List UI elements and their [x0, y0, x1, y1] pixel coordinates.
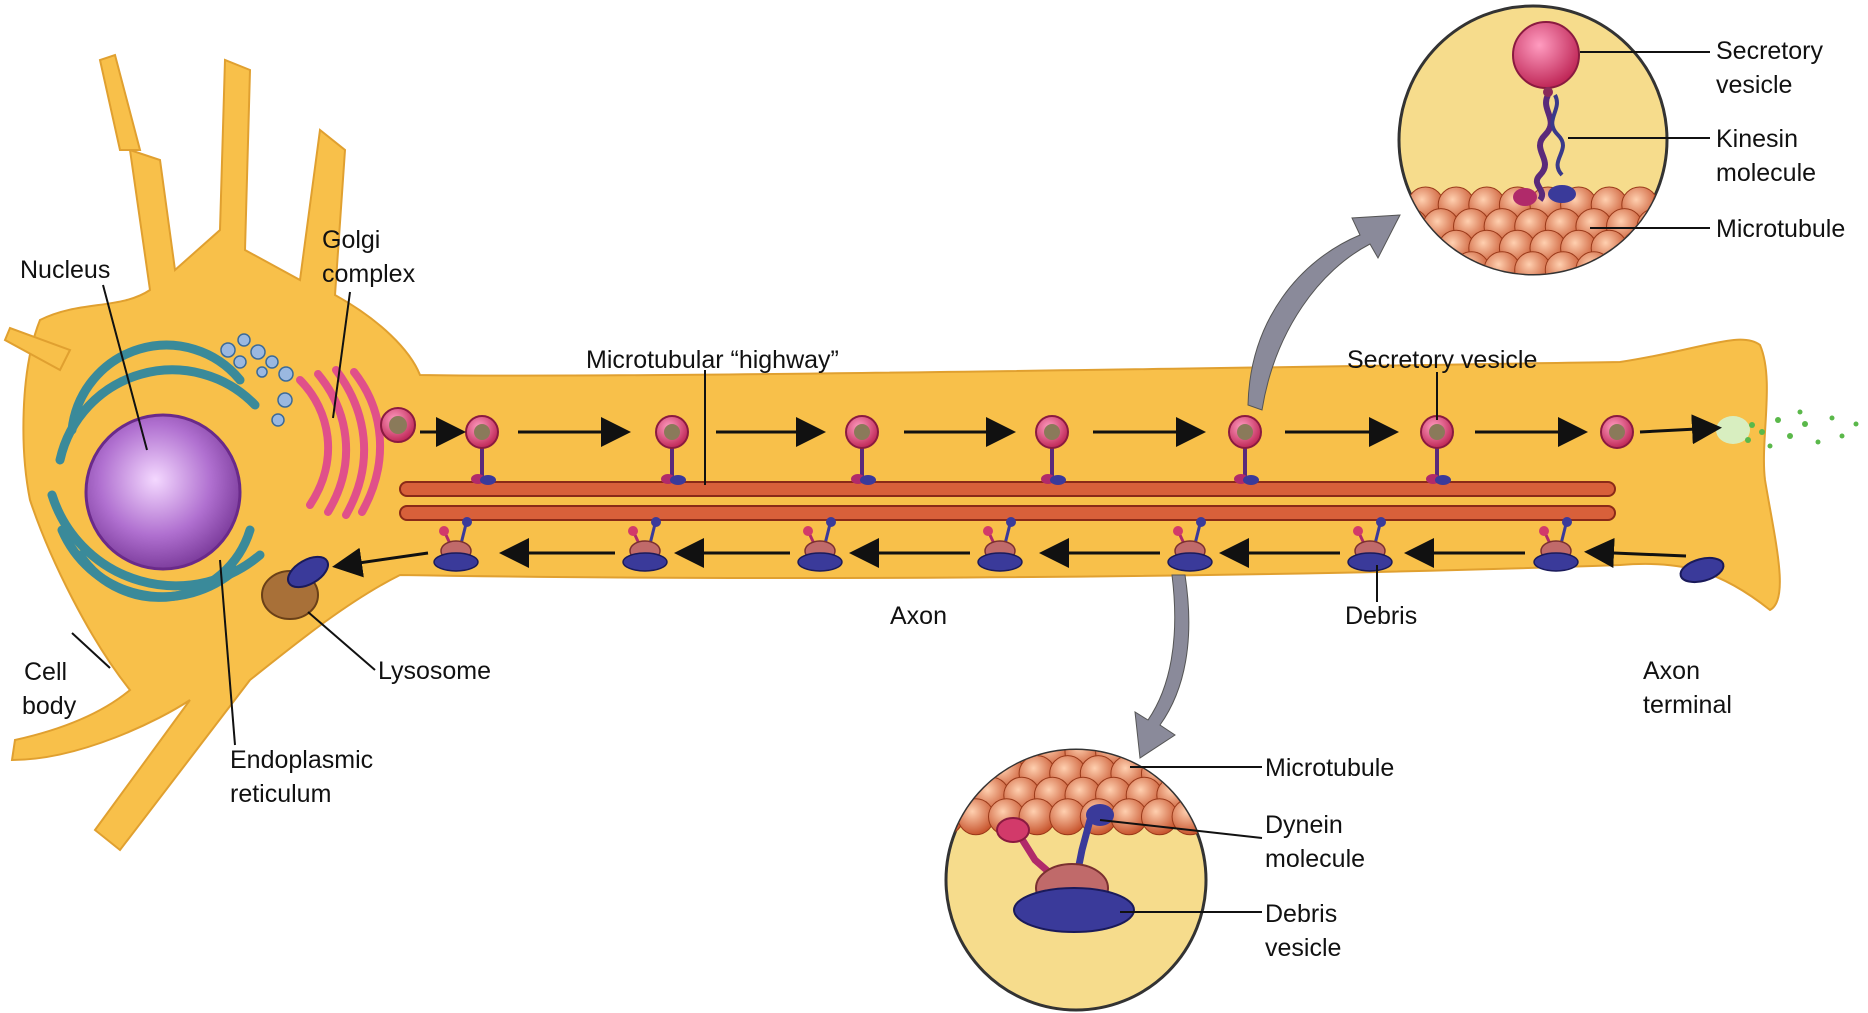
label-inset-microtubule-top: Microtubule — [1716, 215, 1845, 243]
tubulin-subunit — [1652, 230, 1688, 266]
tubulin-subunit — [1698, 252, 1734, 288]
tubulin-subunit — [1729, 252, 1765, 288]
label-axon: Axon — [890, 602, 947, 630]
nucleus — [86, 415, 240, 569]
tubulin-subunit — [1392, 252, 1428, 288]
label-axon-terminal-line1: Axon — [1643, 657, 1700, 685]
label-cell-body-line2: body — [22, 692, 77, 720]
tubulin-subunit — [1249, 777, 1285, 813]
tubulin-subunit — [973, 734, 1009, 770]
label-inset-debris-line2: vesicle — [1265, 934, 1341, 962]
tubulin-subunit — [912, 777, 948, 813]
tubulin-subunit — [1218, 777, 1254, 813]
tubulin-subunit — [1172, 756, 1208, 792]
tubulin-subunit — [1187, 734, 1223, 770]
label-inset-kinesin-line2: molecule — [1716, 159, 1816, 187]
tubulin-subunit — [1233, 756, 1269, 792]
tubulin-subunit — [1187, 777, 1223, 813]
label-cell-body-line1: Cell — [24, 658, 67, 686]
tubulin-subunit — [927, 799, 963, 835]
tubulin-subunit — [912, 734, 948, 770]
tubulin-subunit — [1683, 187, 1719, 223]
dynein-inset — [912, 734, 1300, 1010]
tubulin-subunit — [1545, 252, 1581, 288]
label-golgi-line1: Golgi — [322, 226, 380, 254]
tubulin-subunit — [1576, 252, 1612, 288]
label-inset-secretory-line2: vesicle — [1716, 71, 1792, 99]
label-nucleus: Nucleus — [20, 256, 110, 284]
label-golgi-line2: complex — [322, 260, 416, 288]
label-inset-secretory-line1: Secretory — [1716, 37, 1823, 65]
pointer-arrow-to-dynein-inset — [1135, 575, 1189, 758]
inset-microtubule-balls-top — [1377, 187, 1765, 288]
label-inset-debris-line1: Debris — [1265, 900, 1337, 928]
tubulin-subunit — [1683, 230, 1719, 266]
label-er-line1: Endoplasmic — [230, 746, 373, 774]
terminal-secretory-vesicle — [1601, 416, 1633, 448]
tubulin-subunit — [1423, 252, 1459, 288]
label-microtubular-highway: Microtubular “highway” — [586, 346, 839, 374]
label-secretory-vesicle: Secretory vesicle — [1347, 346, 1537, 374]
tubulin-subunit — [1668, 209, 1704, 245]
label-inset-microtubule-bottom: Microtubule — [1265, 754, 1394, 782]
tubulin-subunit — [1218, 734, 1254, 770]
tubulin-subunit — [927, 756, 963, 792]
tubulin-subunit — [1668, 252, 1704, 288]
tubulin-subunit — [1454, 252, 1490, 288]
label-lysosome: Lysosome — [378, 657, 491, 685]
tubulin-subunit — [1392, 209, 1428, 245]
free-secretory-vesicle — [381, 408, 415, 442]
tubulin-subunit — [1637, 252, 1673, 288]
tubulin-subunit — [1607, 252, 1643, 288]
tubulin-subunit — [943, 734, 979, 770]
tubulin-subunit — [1203, 799, 1239, 835]
label-inset-dynein-line1: Dynein — [1265, 811, 1343, 839]
tubulin-subunit — [1591, 230, 1627, 266]
tubulin-subunit — [1637, 209, 1673, 245]
label-inset-kinesin-line1: Kinesin — [1716, 125, 1798, 153]
tubulin-subunit — [1203, 756, 1239, 792]
label-er-line2: reticulum — [230, 780, 331, 808]
label-debris: Debris — [1345, 602, 1417, 630]
label-inset-dynein-line2: molecule — [1265, 845, 1365, 873]
label-axon-terminal-line2: terminal — [1643, 691, 1732, 719]
tubulin-subunit — [1233, 799, 1269, 835]
kinesin-inset — [1377, 6, 1765, 288]
